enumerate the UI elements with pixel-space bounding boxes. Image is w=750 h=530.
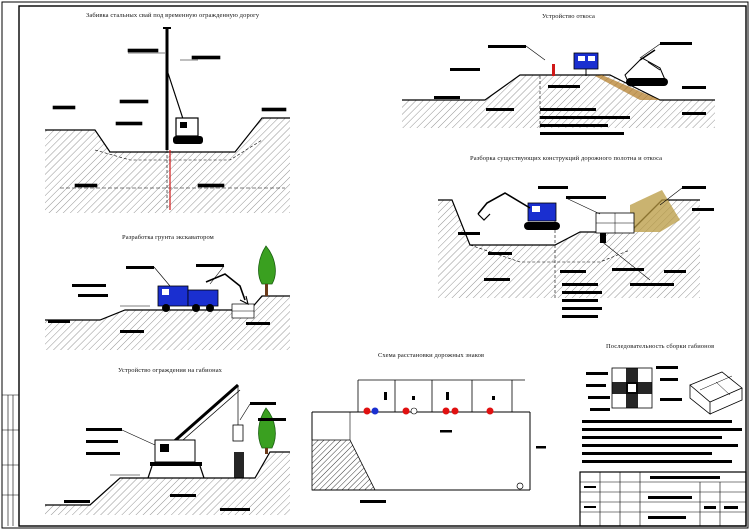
panel-gabion-sequence <box>582 366 743 463</box>
caption-install: Устройство ограждения на габионах <box>118 367 223 374</box>
dump-truck-icon <box>157 285 219 312</box>
pile-driver-icon <box>163 27 203 210</box>
panel-dismantle <box>438 186 714 318</box>
caption-pile-driving: Забивка стальных свай под временную огра… <box>86 12 260 19</box>
caption-slope: Устройство откоса <box>542 13 596 20</box>
panel-pile-driving <box>45 27 290 213</box>
gabion-icon <box>595 212 635 243</box>
excavator-icon <box>624 49 668 87</box>
panel-slope <box>402 42 715 135</box>
caption-excavation: Разработка грунта экскаватором <box>122 234 214 241</box>
caption-dismantle: Разборка существующих конструкций дорожн… <box>470 155 663 162</box>
binding-strip <box>2 394 19 526</box>
panel-sign-scheme <box>311 379 546 503</box>
tree-icon <box>258 245 276 296</box>
title-block <box>579 471 747 527</box>
excavator-icon <box>477 192 560 230</box>
road-sign-icon <box>573 52 599 76</box>
caption-sign-scheme: Схема расстановки дорожных знаков <box>378 352 485 359</box>
tree-icon <box>258 407 276 454</box>
crane-icon <box>147 383 244 479</box>
panel-install <box>45 383 290 515</box>
panel-excavation <box>45 245 290 350</box>
gabion-icon <box>689 371 743 415</box>
excavator-icon <box>205 273 249 306</box>
caption-gabion-sequence: Последовательность сборки габионов <box>606 343 715 350</box>
road-sign-icon <box>363 392 495 415</box>
inner-frame <box>18 5 747 527</box>
gabion-icon <box>611 367 653 409</box>
